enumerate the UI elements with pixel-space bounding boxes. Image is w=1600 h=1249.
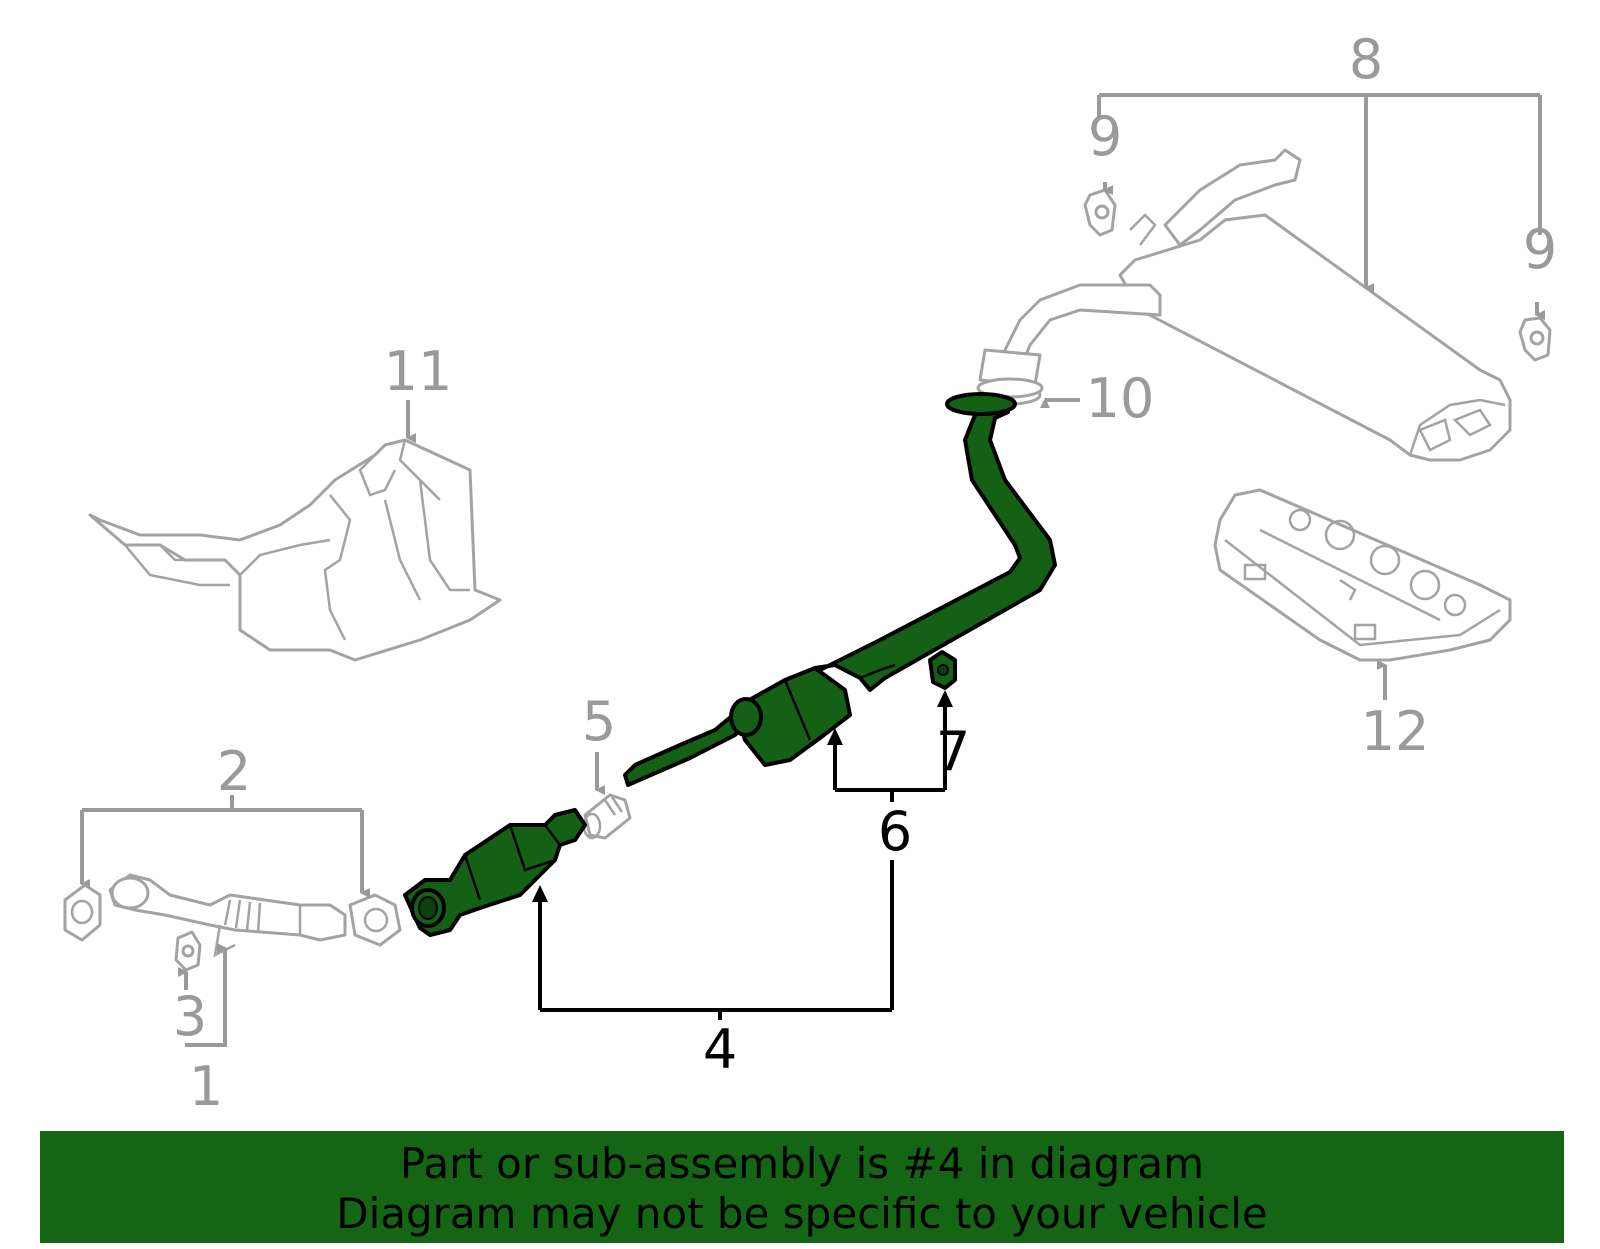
intermediate-pipe-part-6 bbox=[623, 392, 1057, 787]
clamp-part-5 bbox=[582, 793, 632, 840]
callout-11: 11 bbox=[384, 340, 453, 403]
gasket-part-2-left bbox=[63, 883, 102, 942]
front-pipe-part-1 bbox=[108, 873, 347, 958]
hanger-part-9-right bbox=[1518, 316, 1552, 362]
callout-1: 1 bbox=[189, 1055, 223, 1118]
callout-10: 10 bbox=[1086, 367, 1155, 430]
callout-2: 2 bbox=[217, 740, 251, 803]
callout-8: 8 bbox=[1349, 28, 1383, 91]
heat-shield-part-11 bbox=[88, 438, 502, 662]
callout-9-right: 9 bbox=[1523, 218, 1557, 281]
leader-lines bbox=[80, 93, 1545, 1047]
hanger-part-7 bbox=[928, 650, 957, 690]
callout-5: 5 bbox=[582, 690, 616, 753]
catalytic-converter-part-4 bbox=[403, 808, 587, 937]
heat-shield-part-12 bbox=[1213, 488, 1512, 662]
muffler-part-8 bbox=[978, 148, 1512, 462]
callout-3: 3 bbox=[173, 985, 207, 1048]
callout-9-left: 9 bbox=[1088, 105, 1122, 168]
gasket-part-2-right bbox=[348, 893, 402, 947]
callout-6: 6 bbox=[878, 800, 912, 863]
banner-line-1: Part or sub-assembly is #4 in diagram bbox=[399, 1139, 1205, 1188]
callout-4: 4 bbox=[703, 1018, 737, 1081]
info-banner: Part or sub-assembly is #4 in diagram Di… bbox=[40, 1131, 1564, 1243]
banner-line-2: Diagram may not be specific to your vehi… bbox=[336, 1189, 1268, 1238]
hanger-part-9-left bbox=[1083, 188, 1117, 237]
callout-12: 12 bbox=[1361, 700, 1430, 763]
callout-7: 7 bbox=[936, 720, 970, 783]
hanger-part-3 bbox=[174, 930, 202, 972]
